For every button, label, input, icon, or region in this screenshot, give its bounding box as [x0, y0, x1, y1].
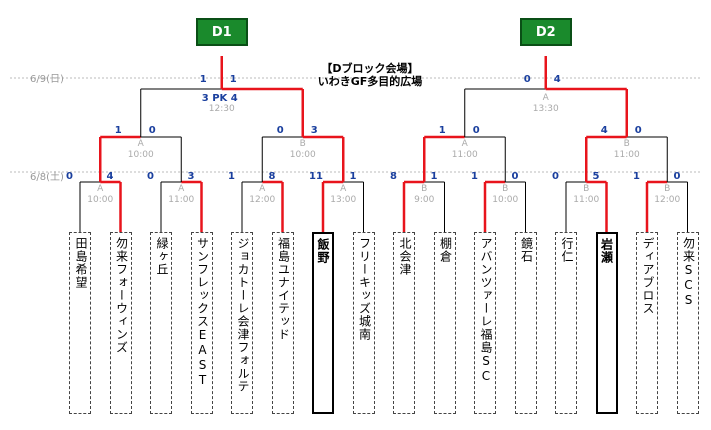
r1-score-left: 11 [309, 171, 323, 182]
r1-score-left: 1 [633, 171, 640, 182]
r1-match-label: A [259, 184, 266, 194]
sf-score-right: 0 [472, 125, 480, 136]
team-name: 緑ヶ丘 [155, 237, 169, 276]
team-box: 北会津 [393, 232, 415, 414]
team-box: 勿来フォーウィンズ [109, 232, 132, 414]
team-name: 棚倉 [438, 237, 453, 263]
team-box: 田島希望 [69, 232, 91, 414]
sf-score-left: 0 [276, 125, 284, 136]
r1-score-right: 3 [187, 171, 195, 182]
sf-match-label: B [299, 139, 306, 149]
r1-match-label: B [502, 184, 509, 194]
r1-match-time: 10:00 [492, 195, 519, 205]
sf-score-left: 1 [114, 125, 122, 136]
team-box: フリーキッズ城南 [352, 232, 375, 414]
team-box: 棚倉 [433, 232, 456, 414]
r1-match-time: 12:00 [654, 195, 681, 205]
r1-match-time: 12:00 [249, 195, 276, 205]
sf-match-time: 11:00 [613, 150, 640, 160]
date-day1: 6/8(土) [30, 172, 64, 183]
r1-score-right: 5 [592, 171, 600, 182]
r1-match-label: A [178, 184, 185, 194]
sf-score-right: 3 [310, 125, 318, 136]
r1-score-left: 0 [552, 171, 559, 182]
final-match-time: 13:30 [532, 104, 559, 114]
team-name: 飯野 [316, 238, 330, 264]
r1-score-right: 0 [511, 171, 519, 182]
r1-match-time: 13:00 [330, 195, 357, 205]
team-box: 行仁 [555, 232, 577, 414]
team-name: 北会津 [398, 237, 412, 276]
venue-title: 【Dブロック会場】 いわきGF多目的広場 [290, 62, 450, 88]
team-box: 勿来SCS [676, 232, 699, 414]
team-name: サンフレックスEAST [195, 237, 210, 388]
r1-score-right: 8 [268, 171, 276, 182]
r1-score-right: 0 [673, 171, 681, 182]
team-box: アバンツァーレ福島SC [474, 232, 496, 414]
r1-match-label: B [664, 184, 671, 194]
final-score-right: 4 [553, 74, 561, 85]
r1-match-time: 9:00 [414, 195, 435, 205]
sf-match-label: A [137, 139, 144, 149]
team-box: ディアブロス [636, 232, 658, 414]
r1-match-label: A [97, 184, 104, 194]
r1-match-time: 11:00 [573, 195, 600, 205]
final-match-time: 12:30 [208, 104, 235, 114]
r1-score-left: 8 [390, 171, 397, 182]
sf-score-left: 4 [600, 125, 608, 136]
team-name: 福島ユナイテッド [276, 237, 291, 341]
r1-match-label: B [421, 184, 428, 194]
sf-match-label: B [623, 139, 630, 149]
team-box: 飯野 [312, 232, 334, 414]
team-name: 勿来SCS [681, 237, 696, 308]
r1-match-time: 11:00 [168, 195, 195, 205]
r1-score-right: 4 [106, 171, 114, 182]
sf-score-right: 0 [634, 125, 642, 136]
team-box: 福島ユナイテッド [271, 232, 294, 414]
venue-title-line2: いわきGF多目的広場 [317, 75, 423, 88]
sf-score-right: 0 [148, 125, 156, 136]
block-label-box: D2 [519, 18, 572, 46]
r1-score-left: 1 [228, 171, 235, 182]
block-label-box: D1 [195, 18, 248, 46]
r1-score-left: 0 [66, 171, 73, 182]
venue-title-line1: 【Dブロック会場】 [321, 62, 419, 75]
team-name: アバンツァーレ福島SC [479, 237, 493, 384]
final-score-left: 0 [523, 74, 531, 85]
final-score-left: 1 [199, 74, 207, 85]
sf-match-time: 10:00 [127, 150, 154, 160]
final-match-label: A [542, 93, 549, 103]
final-score-right: 1 [229, 74, 237, 85]
r1-score-left: 1 [471, 171, 478, 182]
team-box: 緑ヶ丘 [150, 232, 172, 414]
team-box: 岩瀬 [595, 232, 618, 414]
sf-match-time: 10:00 [289, 150, 316, 160]
pk-score: 3 PK 4 [201, 93, 238, 104]
team-name: フリーキッズ城南 [357, 237, 372, 341]
team-name: 鏡石 [519, 237, 534, 263]
r1-match-time: 10:00 [87, 195, 114, 205]
sf-match-label: A [461, 139, 468, 149]
team-name: 行仁 [560, 237, 574, 263]
team-name: ディアブロス [641, 237, 655, 315]
team-name: 勿来フォーウィンズ [114, 237, 129, 354]
r1-score-right: 1 [349, 171, 357, 182]
date-day2: 6/9(日) [30, 74, 64, 85]
team-box: サンフレックスEAST [190, 232, 213, 414]
team-box: 鏡石 [514, 232, 537, 414]
r1-match-label: B [583, 184, 590, 194]
r1-match-label: A [340, 184, 347, 194]
sf-match-time: 11:00 [451, 150, 478, 160]
team-box: ジョカトーレ会津フォルテ [231, 232, 253, 414]
r1-score-left: 0 [147, 171, 154, 182]
team-name: ジョカトーレ会津フォルテ [236, 237, 250, 393]
team-name: 田島希望 [74, 237, 88, 289]
team-name: 岩瀬 [599, 238, 614, 264]
sf-score-left: 1 [438, 125, 446, 136]
r1-score-right: 1 [430, 171, 438, 182]
